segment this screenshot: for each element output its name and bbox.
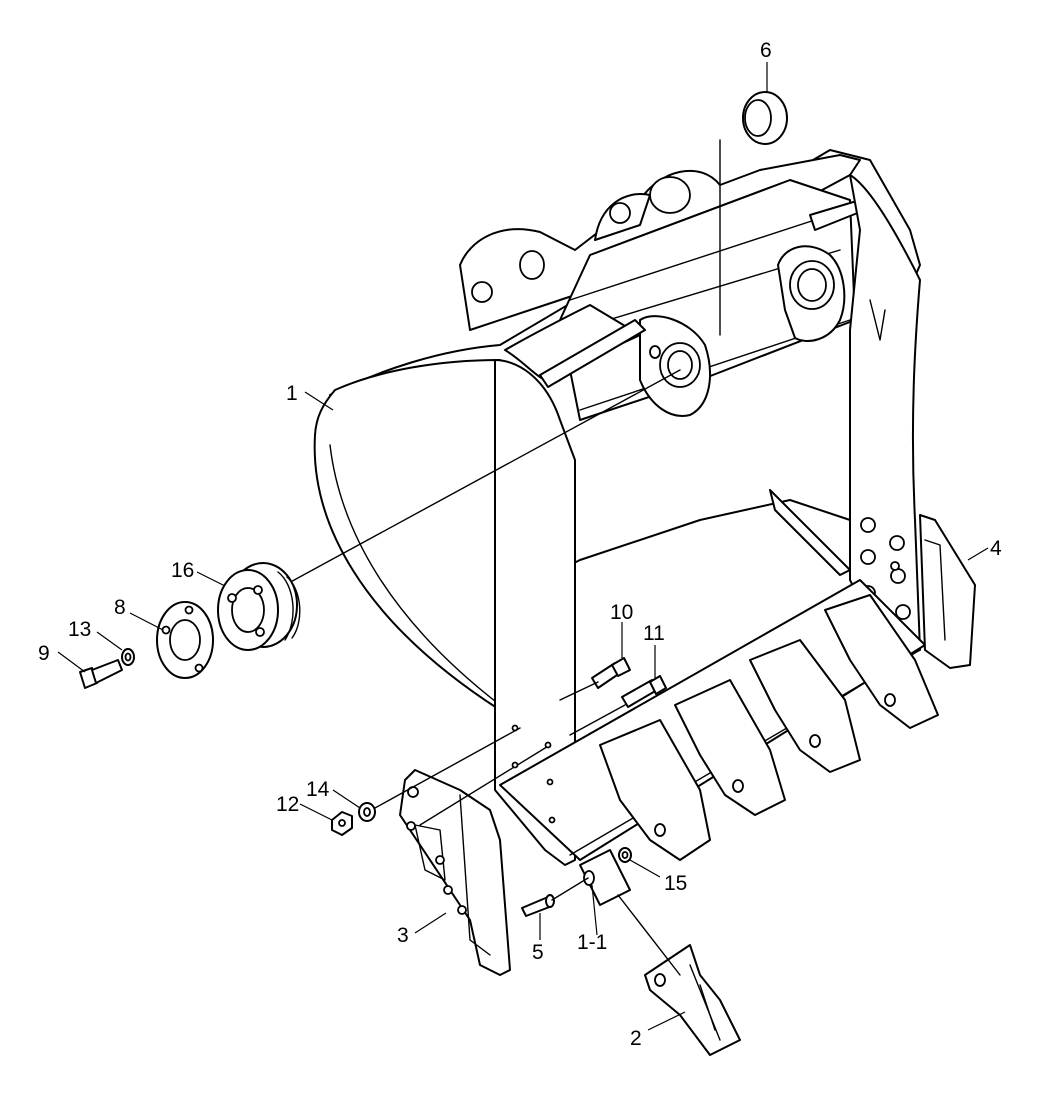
side-plate-bolts	[860, 517, 911, 620]
callout-labels: 1 1-1 2 3 4 5 6 8 9 10 11 12 13 14 15 16	[38, 39, 1002, 1050]
lug-hole	[649, 176, 691, 214]
leader-lines	[57, 62, 989, 1031]
retaining-plate	[156, 601, 214, 679]
threaded-boss	[217, 562, 301, 651]
callout-4: 4	[990, 537, 1002, 560]
tooth-adapter	[599, 719, 711, 861]
tooth-adapter	[674, 679, 786, 816]
bushing	[742, 91, 788, 145]
callout-12: 12	[276, 793, 299, 816]
callout-11: 11	[643, 622, 665, 645]
callout-13: 13	[68, 618, 91, 641]
nut-12	[331, 811, 353, 836]
tooth-point	[644, 944, 741, 1056]
tooth-adapter	[824, 594, 939, 729]
tooth-adapters	[579, 594, 939, 906]
callout-8: 8	[114, 596, 126, 619]
bolt-10	[591, 657, 631, 689]
callout-3: 3	[397, 924, 409, 947]
callout-10: 10	[610, 601, 633, 624]
lock-washer-13	[121, 648, 135, 666]
bolt-11	[621, 675, 667, 708]
callout-1-1: 1-1	[577, 931, 607, 954]
lock-15	[618, 847, 632, 863]
bolt-9	[79, 659, 123, 689]
side-cutter-left	[399, 769, 511, 976]
callout-16: 16	[171, 559, 194, 582]
washer-14	[358, 802, 376, 822]
pin-5	[521, 894, 555, 917]
tooth-adapter	[749, 639, 861, 773]
callout-5: 5	[532, 941, 544, 964]
callout-1: 1	[286, 382, 298, 405]
callout-9: 9	[38, 642, 50, 665]
callout-2: 2	[630, 1027, 642, 1050]
tooth-adapter	[579, 849, 631, 906]
callout-14: 14	[306, 778, 330, 801]
callout-15: 15	[664, 872, 687, 895]
side-cutter-right	[919, 514, 976, 669]
callout-6: 6	[760, 39, 772, 62]
